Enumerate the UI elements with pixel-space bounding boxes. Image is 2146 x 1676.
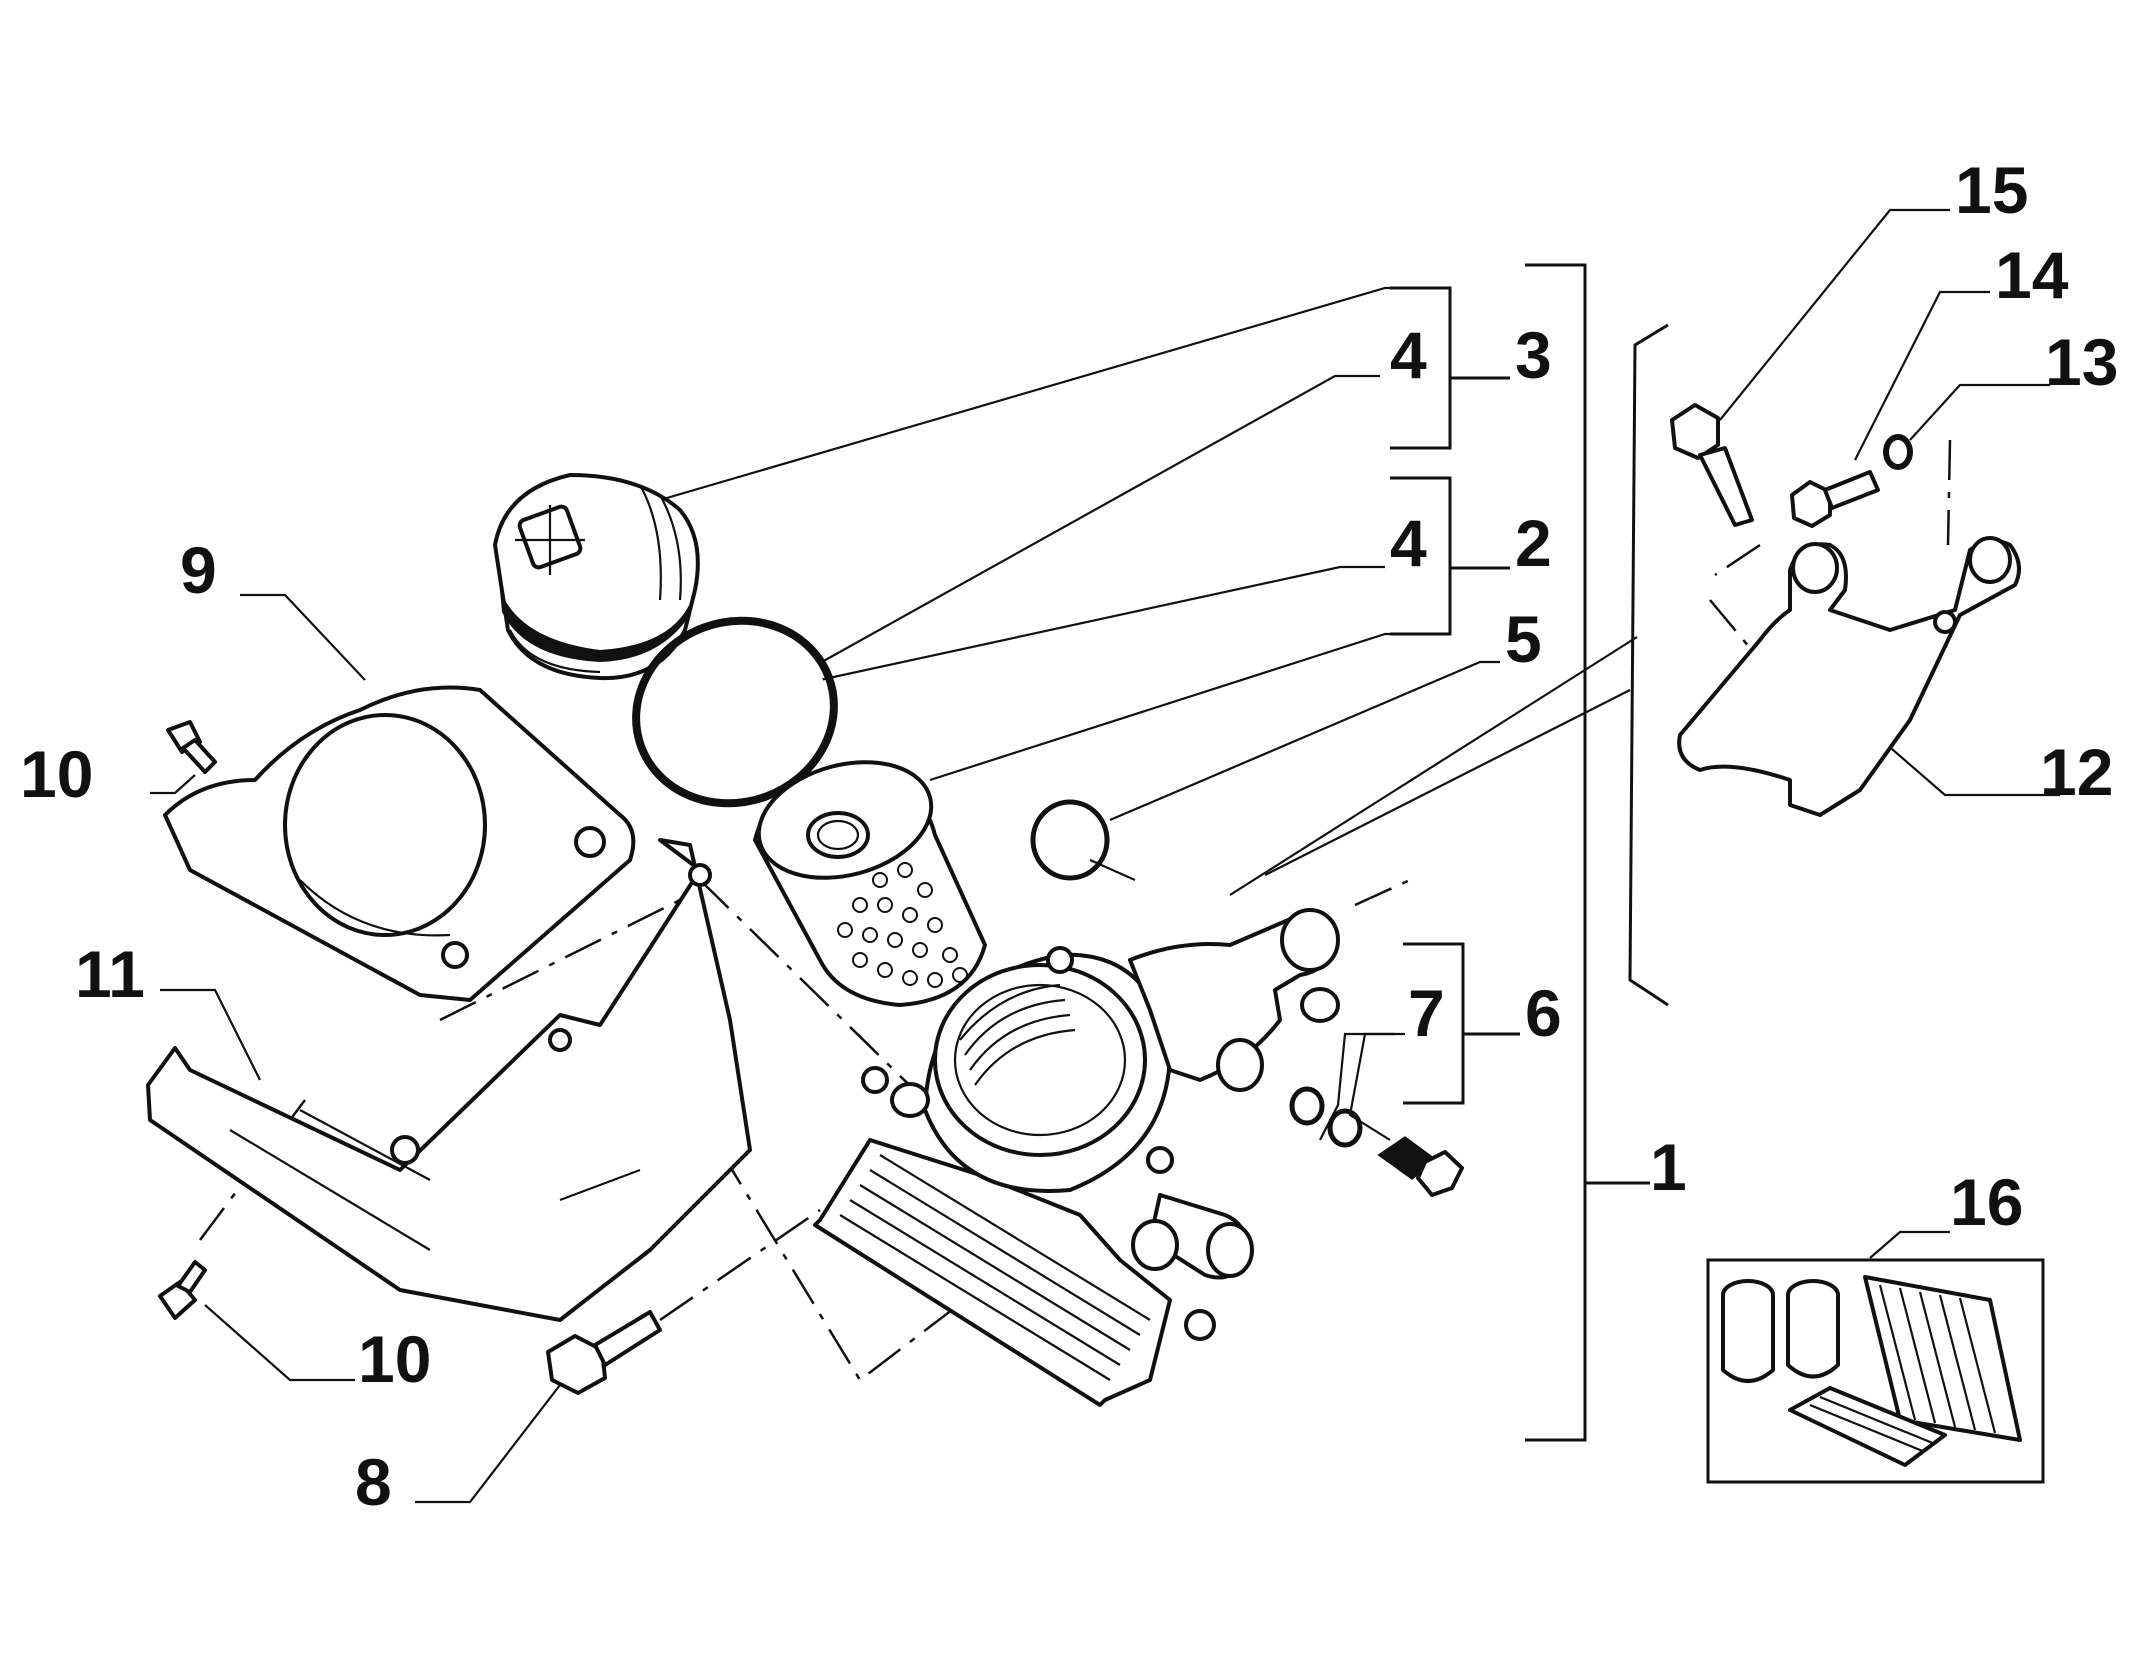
o-ring-part [632,616,838,808]
callout-3: 3 [1515,318,1552,392]
cover-part [163,685,636,1002]
bracket-part-12 [1677,536,2021,817]
callout-10-bottom: 10 [358,1322,431,1396]
callout-5: 5 [1505,602,1542,676]
callout-6: 6 [1525,976,1562,1050]
callout-4-top: 4 [1390,318,1427,392]
filter-housing-part [813,908,1340,1407]
washer-part-13 [1883,434,1913,470]
callout-1: 1 [1650,1130,1687,1204]
shield-plate-part [146,838,752,1322]
callout-7: 7 [1408,976,1445,1050]
bolt-part-14 [1790,470,1880,528]
callout-10-top: 10 [20,737,93,811]
callout-16: 16 [1950,1165,2023,1239]
filter-cap-part [493,473,700,681]
callout-labels: 15 14 13 4 3 4 2 5 9 10 12 11 7 6 1 16 1… [20,153,2118,1519]
group-brackets [1390,263,1669,1442]
washer-part-7a [1289,1086,1325,1126]
bolt-part-6 [1377,1136,1464,1197]
snap-ring-part [1030,799,1110,881]
callout-2: 2 [1515,506,1552,580]
callout-8: 8 [355,1445,392,1519]
callout-11: 11 [75,937,145,1011]
callout-4-bottom: 4 [1390,506,1427,580]
callout-15: 15 [1955,153,2028,227]
filter-kit-part [1706,1258,2045,1484]
washer-part-7b [1327,1108,1363,1148]
callout-9: 9 [180,533,217,607]
callout-12: 12 [2040,735,2113,809]
screw-part-10-top [166,720,217,774]
screw-part-10-bottom [158,1260,207,1320]
callout-13: 13 [2045,325,2118,399]
filter-element-part [753,760,987,1007]
bolt-part-8 [546,1310,662,1395]
bolt-part-15 [1670,403,1754,527]
callout-14: 14 [1995,238,2069,312]
